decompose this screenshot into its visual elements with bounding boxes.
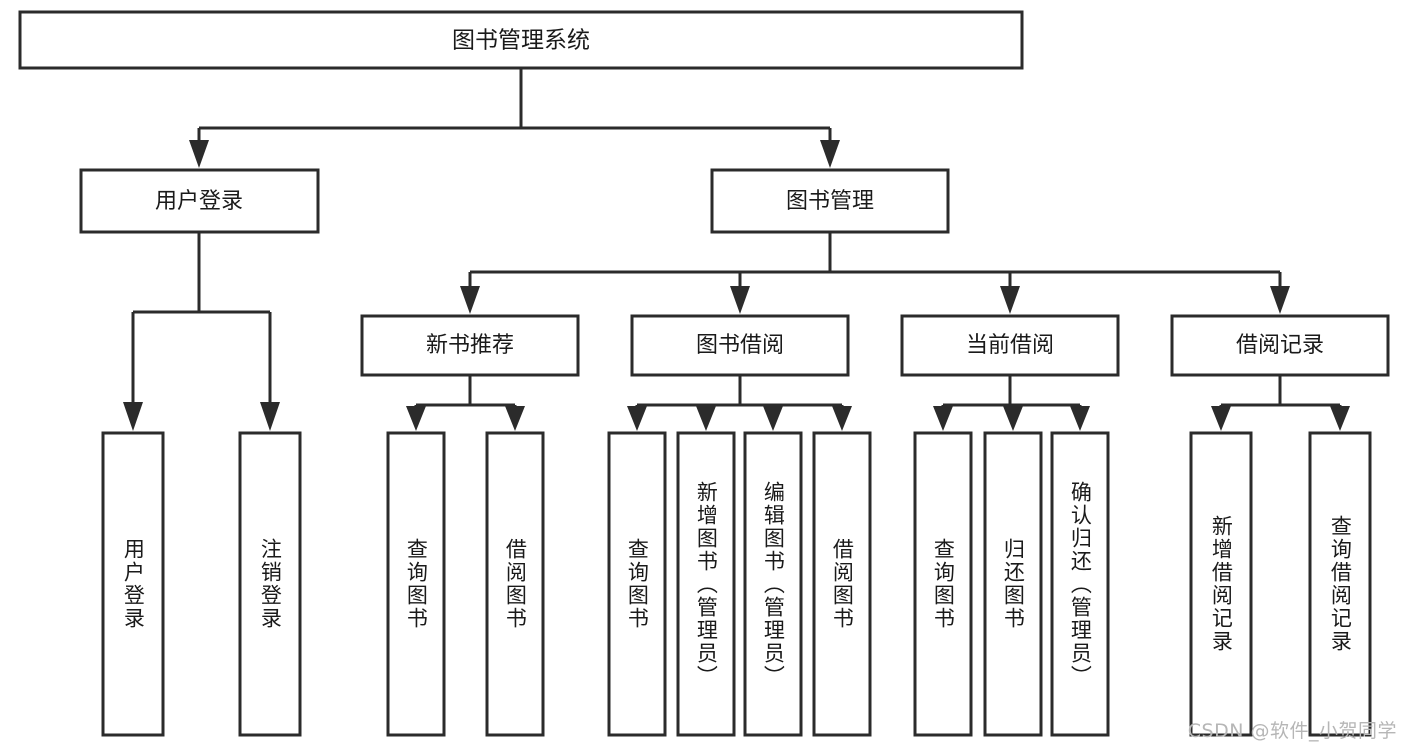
arrow-head-leaf-add-record xyxy=(1211,406,1231,431)
connector-group-user-login xyxy=(123,232,280,431)
node-leaf-query-book-2-box[interactable] xyxy=(607,431,667,737)
node-leaf-query-record-box[interactable] xyxy=(1308,431,1372,737)
arrow-head-current-borrow xyxy=(1000,286,1020,314)
node-leaf-logout-box[interactable] xyxy=(238,431,302,737)
node-book-management-label: 图书管理 xyxy=(786,189,874,214)
arrow-head-book-borrow xyxy=(730,286,750,314)
node-user-login-box[interactable] xyxy=(79,168,320,234)
node-current-borrow-label: 当前借阅 xyxy=(966,333,1054,358)
node-book-borrow-label: 图书借阅 xyxy=(696,333,784,358)
node-leaf-borrow-book-1-box[interactable] xyxy=(485,431,545,737)
node-root[interactable]: 图书管理系统 xyxy=(18,10,1024,70)
node-current-borrow[interactable]: 当前借阅 xyxy=(900,314,1120,377)
node-book-management[interactable]: 图书管理 xyxy=(710,168,950,234)
arrow-head-leaf-query-book-3 xyxy=(933,406,953,431)
node-book-borrow-box[interactable] xyxy=(630,314,850,377)
node-leaf-add-book-box[interactable] xyxy=(676,431,736,737)
node-borrow-record-box[interactable] xyxy=(1170,314,1390,377)
node-root-label: 图书管理系统 xyxy=(452,28,590,54)
arrow-head-leaf-query-record xyxy=(1330,406,1350,431)
arrow-head-book-management xyxy=(820,140,840,168)
node-new-book-recommend-label: 新书推荐 xyxy=(426,333,514,358)
node-leaf-edit-book-box[interactable] xyxy=(743,431,803,737)
connector-group-root xyxy=(189,68,840,168)
node-user-login-label: 用户登录 xyxy=(155,189,243,214)
node-user-login[interactable]: 用户登录 xyxy=(79,168,320,234)
connector-group-book-borrow xyxy=(627,375,852,431)
node-leaf-borrow-book-2-box[interactable] xyxy=(812,431,872,737)
node-leaf-add-record-box[interactable] xyxy=(1189,431,1253,737)
csdn-watermark: CSDN @软件_小贺同学 xyxy=(1187,720,1397,742)
connector-group-book-management xyxy=(460,232,1290,314)
node-leaf-return-book-box[interactable] xyxy=(983,431,1043,737)
arrow-head-leaf-return-book xyxy=(1003,406,1023,431)
node-leaf-user-login-box[interactable] xyxy=(101,431,165,737)
connector-group-new-book-recommend xyxy=(406,375,525,431)
arrow-head-leaf-borrow-book-2 xyxy=(832,406,852,431)
connector-group-current-borrow xyxy=(933,375,1090,431)
node-book-borrow[interactable]: 图书借阅 xyxy=(630,314,850,377)
arrow-head-leaf-confirm-return xyxy=(1070,406,1090,431)
arrow-head-leaf-logout xyxy=(260,402,280,431)
node-borrow-record[interactable]: 借阅记录 xyxy=(1170,314,1390,377)
arrow-head-leaf-query-book-2 xyxy=(627,406,647,431)
node-new-book-recommend-box[interactable] xyxy=(360,314,580,377)
arrow-head-leaf-edit-book xyxy=(763,406,783,431)
node-current-borrow-box[interactable] xyxy=(900,314,1120,377)
arrow-head-new-book-recommend xyxy=(460,286,480,314)
arrow-head-leaf-query-book-1 xyxy=(406,406,426,431)
arrow-head-borrow-record xyxy=(1270,286,1290,314)
arrow-head-leaf-user-login xyxy=(123,402,143,431)
node-leaf-query-book-1-box[interactable] xyxy=(386,431,446,737)
arrow-head-leaf-add-book xyxy=(696,406,716,431)
node-new-book-recommend[interactable]: 新书推荐 xyxy=(360,314,580,377)
connector-group-borrow-record xyxy=(1211,375,1350,431)
arrow-head-user-login xyxy=(189,140,209,168)
node-root-box[interactable] xyxy=(18,10,1024,70)
leaf-node-boxes xyxy=(101,431,1372,737)
arrow-head-leaf-borrow-book-1 xyxy=(505,406,525,431)
node-leaf-query-book-3-box[interactable] xyxy=(913,431,973,737)
node-borrow-record-label: 借阅记录 xyxy=(1236,333,1324,358)
node-book-management-box[interactable] xyxy=(710,168,950,234)
node-leaf-confirm-return-box[interactable] xyxy=(1050,431,1110,737)
